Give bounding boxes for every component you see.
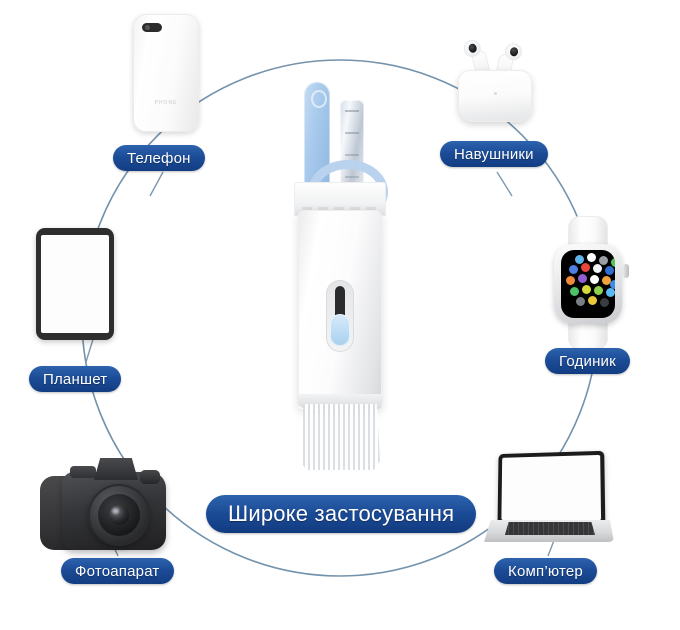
watch-app-icon[interactable] bbox=[576, 297, 585, 306]
watch-screen[interactable] bbox=[561, 250, 615, 318]
camera-lens bbox=[88, 484, 150, 546]
label-headphones[interactable]: Навушники bbox=[440, 141, 548, 167]
device-phone: PHONE bbox=[133, 14, 199, 132]
device-watch bbox=[545, 216, 631, 350]
laptop-icon bbox=[480, 450, 614, 550]
watch-app-icon[interactable] bbox=[570, 287, 579, 296]
label-phone[interactable]: Телефон bbox=[113, 145, 205, 171]
slider-track bbox=[335, 286, 345, 326]
watch-app-icon[interactable] bbox=[594, 286, 603, 295]
camera-mode-dial bbox=[140, 470, 160, 484]
product-cleaning-kit bbox=[278, 82, 402, 474]
earbuds-charging-case bbox=[458, 70, 532, 122]
watch-app-icon[interactable] bbox=[566, 276, 575, 285]
label-watch[interactable]: Годиник bbox=[545, 348, 630, 374]
watch-app-icon[interactable] bbox=[582, 285, 591, 294]
camera-prism bbox=[94, 458, 138, 480]
laptop-screen bbox=[501, 454, 602, 521]
label-camera[interactable]: Фотоапарат bbox=[61, 558, 174, 584]
laptop-lid bbox=[497, 450, 606, 525]
earbuds-icon bbox=[448, 30, 544, 126]
watch-app-icon[interactable] bbox=[578, 274, 587, 283]
tablet-screen bbox=[41, 235, 109, 333]
watch-app-icon[interactable] bbox=[610, 280, 615, 289]
watch-app-icon[interactable] bbox=[606, 288, 615, 297]
slider-thumb[interactable] bbox=[330, 314, 350, 346]
watch-app-icon[interactable] bbox=[575, 255, 584, 264]
device-tablet bbox=[36, 228, 114, 340]
phone-logo: PHONE bbox=[154, 100, 178, 106]
label-tablet-text: Планшет bbox=[43, 370, 108, 388]
device-headphones bbox=[448, 30, 544, 126]
smartphone-icon: PHONE bbox=[133, 14, 199, 132]
page-title: Широке застосування bbox=[206, 495, 477, 533]
watch-app-icon[interactable] bbox=[593, 264, 602, 273]
label-computer[interactable]: Комп’ютер bbox=[494, 558, 597, 584]
phone-camera-module bbox=[142, 23, 162, 32]
slider-switch[interactable] bbox=[326, 280, 354, 352]
label-phone-text: Телефон bbox=[127, 149, 191, 167]
watch-app-icon[interactable] bbox=[587, 253, 596, 262]
smartwatch-icon bbox=[545, 216, 631, 350]
watch-app-icon[interactable] bbox=[605, 266, 614, 275]
soft-bristle-brush bbox=[300, 404, 380, 470]
device-computer bbox=[480, 450, 614, 550]
watch-app-icon[interactable] bbox=[590, 275, 599, 284]
label-headphones-text: Навушники bbox=[454, 145, 534, 163]
dslr-camera-icon bbox=[36, 452, 176, 556]
watch-app-icon[interactable] bbox=[602, 276, 611, 285]
watch-app-icon[interactable] bbox=[588, 296, 597, 305]
laptop-keyboard bbox=[504, 522, 596, 535]
watch-app-icon[interactable] bbox=[599, 256, 608, 265]
watch-app-icon[interactable] bbox=[600, 298, 609, 307]
watch-crown-icon[interactable] bbox=[623, 264, 629, 278]
label-computer-text: Комп’ютер bbox=[508, 562, 583, 580]
label-tablet[interactable]: Планшет bbox=[29, 366, 122, 392]
camera-lens-ring bbox=[98, 494, 140, 536]
device-camera bbox=[36, 452, 176, 556]
label-camera-text: Фотоапарат bbox=[75, 562, 160, 580]
product-body bbox=[298, 210, 382, 410]
page-title-text: Широке застосування bbox=[228, 501, 455, 526]
watch-case bbox=[554, 244, 622, 324]
camera-lens-glass bbox=[109, 505, 129, 525]
watch-app-icon[interactable] bbox=[611, 258, 615, 267]
tablet-icon bbox=[36, 228, 114, 340]
label-watch-text: Годиник bbox=[559, 352, 616, 370]
watch-app-icon[interactable] bbox=[581, 263, 590, 272]
camera-hotshoe bbox=[70, 466, 96, 478]
watch-app-icon[interactable] bbox=[569, 265, 578, 274]
